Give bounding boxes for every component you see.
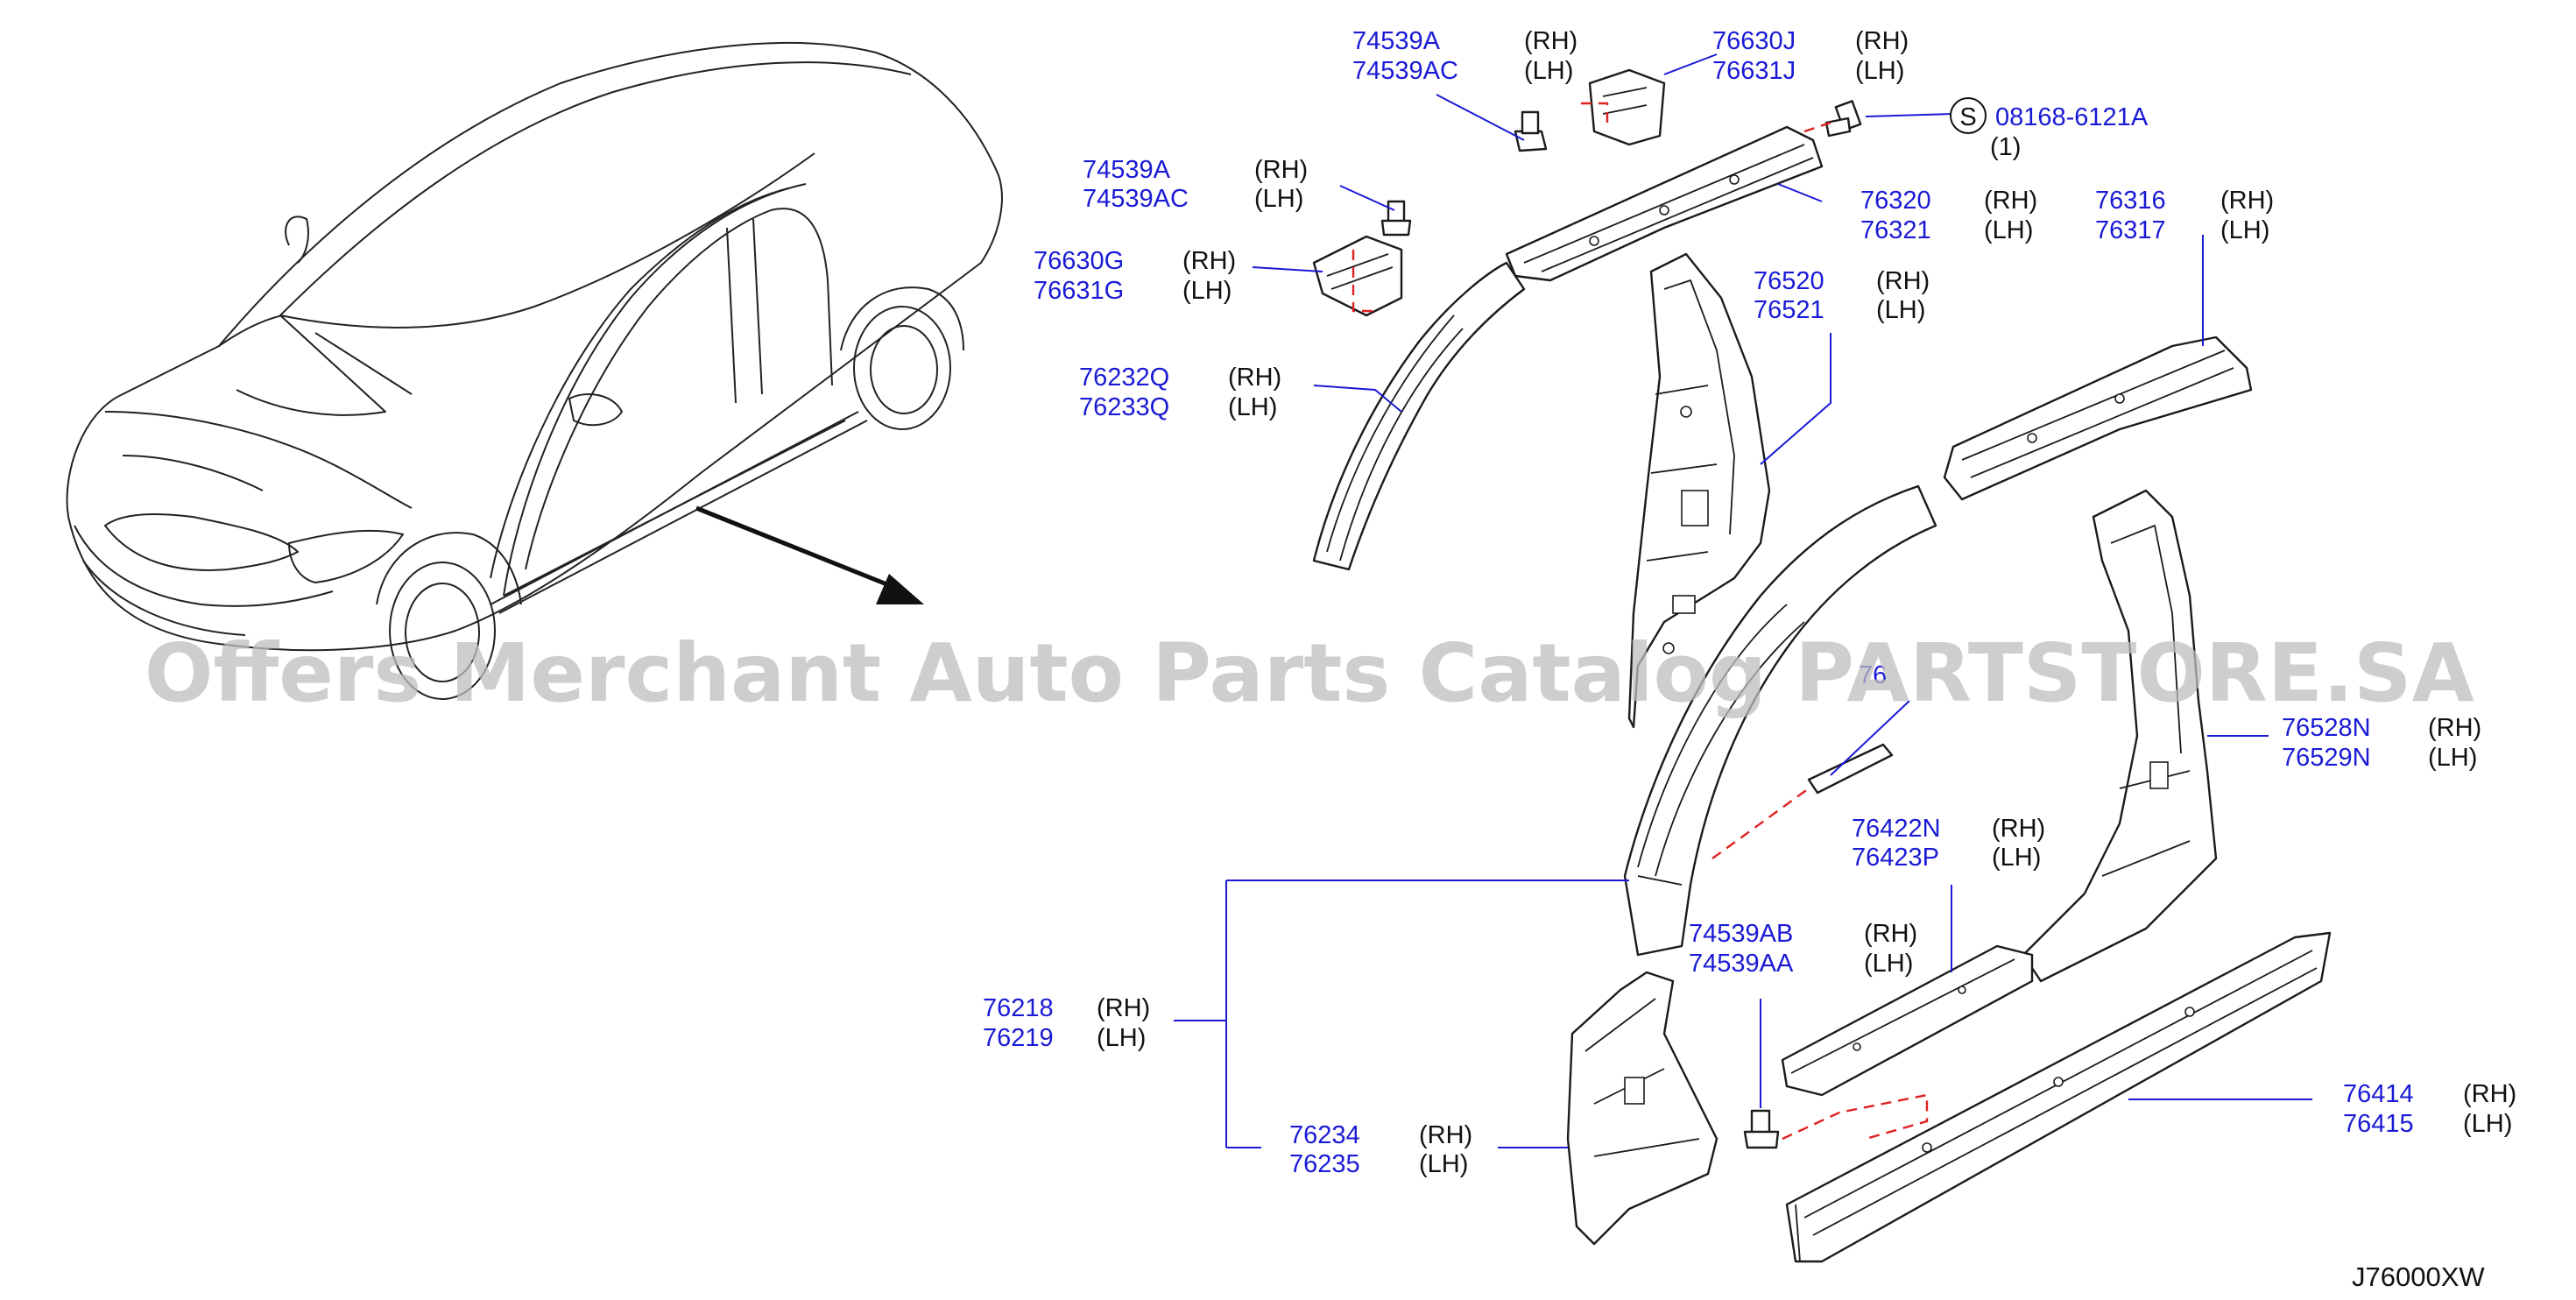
front-pillar-inner	[1623, 484, 1937, 957]
rear-roof-rail	[1943, 336, 2253, 501]
quantity-label: (1)	[1990, 133, 2021, 161]
side-label: (LH)	[1864, 950, 1913, 978]
side-label: (RH)	[2220, 187, 2274, 215]
side-label: (LH)	[2463, 1110, 2512, 1138]
hinge-pillar	[1566, 971, 1719, 1246]
side-label: (RH)	[1182, 247, 1236, 275]
front-pillar-upper	[1312, 261, 1526, 571]
part-number[interactable]: 76529N	[2282, 744, 2371, 772]
roof-side-rail	[1505, 125, 1824, 282]
side-label: (LH)	[1876, 296, 1925, 324]
side-label: (RH)	[2463, 1080, 2516, 1108]
part-number[interactable]: 76631G	[1034, 277, 1124, 305]
part-number[interactable]: 76235	[1289, 1150, 1360, 1178]
part-number[interactable]: 74539A	[1352, 27, 1441, 55]
part-number[interactable]: 74539AC	[1352, 57, 1458, 85]
part-number[interactable]: 74539A	[1083, 156, 1171, 184]
rear-pillar	[2022, 489, 2218, 983]
side-label: (RH)	[1876, 267, 1930, 295]
side-label: (RH)	[2428, 714, 2481, 742]
part-number[interactable]: 76232Q	[1079, 364, 1169, 392]
part-number[interactable]: 74539AB	[1689, 920, 1793, 948]
side-label: (RH)	[1097, 994, 1150, 1022]
screw-symbol	[1950, 97, 1987, 134]
bolt-left	[1380, 200, 1412, 237]
pointer-arrow	[695, 505, 924, 604]
part-number[interactable]: 76630G	[1034, 247, 1124, 275]
part-number[interactable]: 76316	[2095, 187, 2166, 215]
part-number[interactable]: 76321	[1860, 216, 1931, 244]
side-label: (LH)	[2428, 744, 2477, 772]
part-number[interactable]: 76415	[2343, 1110, 2414, 1138]
side-label: (LH)	[1984, 216, 2033, 244]
bolt-sill	[1743, 1093, 1929, 1149]
part-number[interactable]: 74539AC	[1083, 185, 1189, 213]
diagram-code: J76000XW	[2352, 1261, 2485, 1292]
side-label: (RH)	[1992, 815, 2045, 843]
side-label: (RH)	[1419, 1121, 1472, 1149]
side-label: (LH)	[1182, 277, 1232, 305]
leader-lines	[1174, 53, 2312, 1148]
side-label: (LH)	[1228, 393, 1277, 421]
side-label: (RH)	[1855, 27, 1909, 55]
side-label: (RH)	[1524, 27, 1577, 55]
part-number[interactable]: 76317	[2095, 216, 2166, 244]
part-number[interactable]: 76219	[983, 1024, 1054, 1052]
callout-labels: 74539A 74539AC (RH) (LH) 76630J 76631J (…	[983, 27, 2516, 1178]
side-label: (RH)	[1864, 920, 1917, 948]
car-illustration	[66, 41, 1003, 700]
center-pillar	[1627, 252, 1771, 729]
part-number[interactable]: 76234	[1289, 1121, 1360, 1149]
part-number[interactable]: 76520	[1754, 267, 1824, 295]
side-label: (RH)	[1984, 187, 2037, 215]
side-label: (LH)	[1855, 57, 1904, 85]
screw-symbol-letter: S	[1959, 103, 1976, 131]
screw-part	[1803, 100, 1862, 138]
side-label: (LH)	[1524, 57, 1573, 85]
part-number[interactable]: 08168-6121A	[1995, 103, 2149, 131]
part-number[interactable]: 76630J	[1712, 27, 1796, 55]
bolt-upper	[1514, 110, 1548, 152]
part-number-partial[interactable]: 76	[1859, 661, 1887, 689]
part-number[interactable]: 76423P	[1852, 844, 1939, 872]
watermark-text: Offers Merchant Auto Parts Catalog PARTS…	[145, 626, 2474, 720]
side-label: (LH)	[2220, 216, 2269, 244]
sill-inner	[1781, 944, 2034, 1097]
part-number[interactable]: 74539AA	[1689, 950, 1794, 978]
part-number[interactable]: 76218	[983, 994, 1054, 1022]
part-number[interactable]: 76414	[2343, 1080, 2414, 1108]
clip-part	[1711, 743, 1894, 859]
side-label: (LH)	[1254, 185, 1303, 213]
part-number[interactable]: 76422N	[1852, 815, 1941, 843]
side-label: (LH)	[1097, 1024, 1146, 1052]
side-label: (LH)	[1992, 844, 2041, 872]
side-label: (LH)	[1419, 1150, 1468, 1178]
side-label: (RH)	[1254, 156, 1308, 184]
part-number[interactable]: 76233Q	[1079, 393, 1169, 421]
part-number[interactable]: 76631J	[1712, 57, 1796, 85]
bracket-lower	[1312, 235, 1403, 317]
part-number[interactable]: 76320	[1860, 187, 1931, 215]
side-label: (RH)	[1228, 364, 1281, 392]
bracket-upper	[1581, 68, 1666, 146]
part-number[interactable]: 76521	[1754, 296, 1824, 324]
part-number[interactable]: 76528N	[2282, 714, 2371, 742]
side-sill-outer	[1785, 931, 2332, 1263]
